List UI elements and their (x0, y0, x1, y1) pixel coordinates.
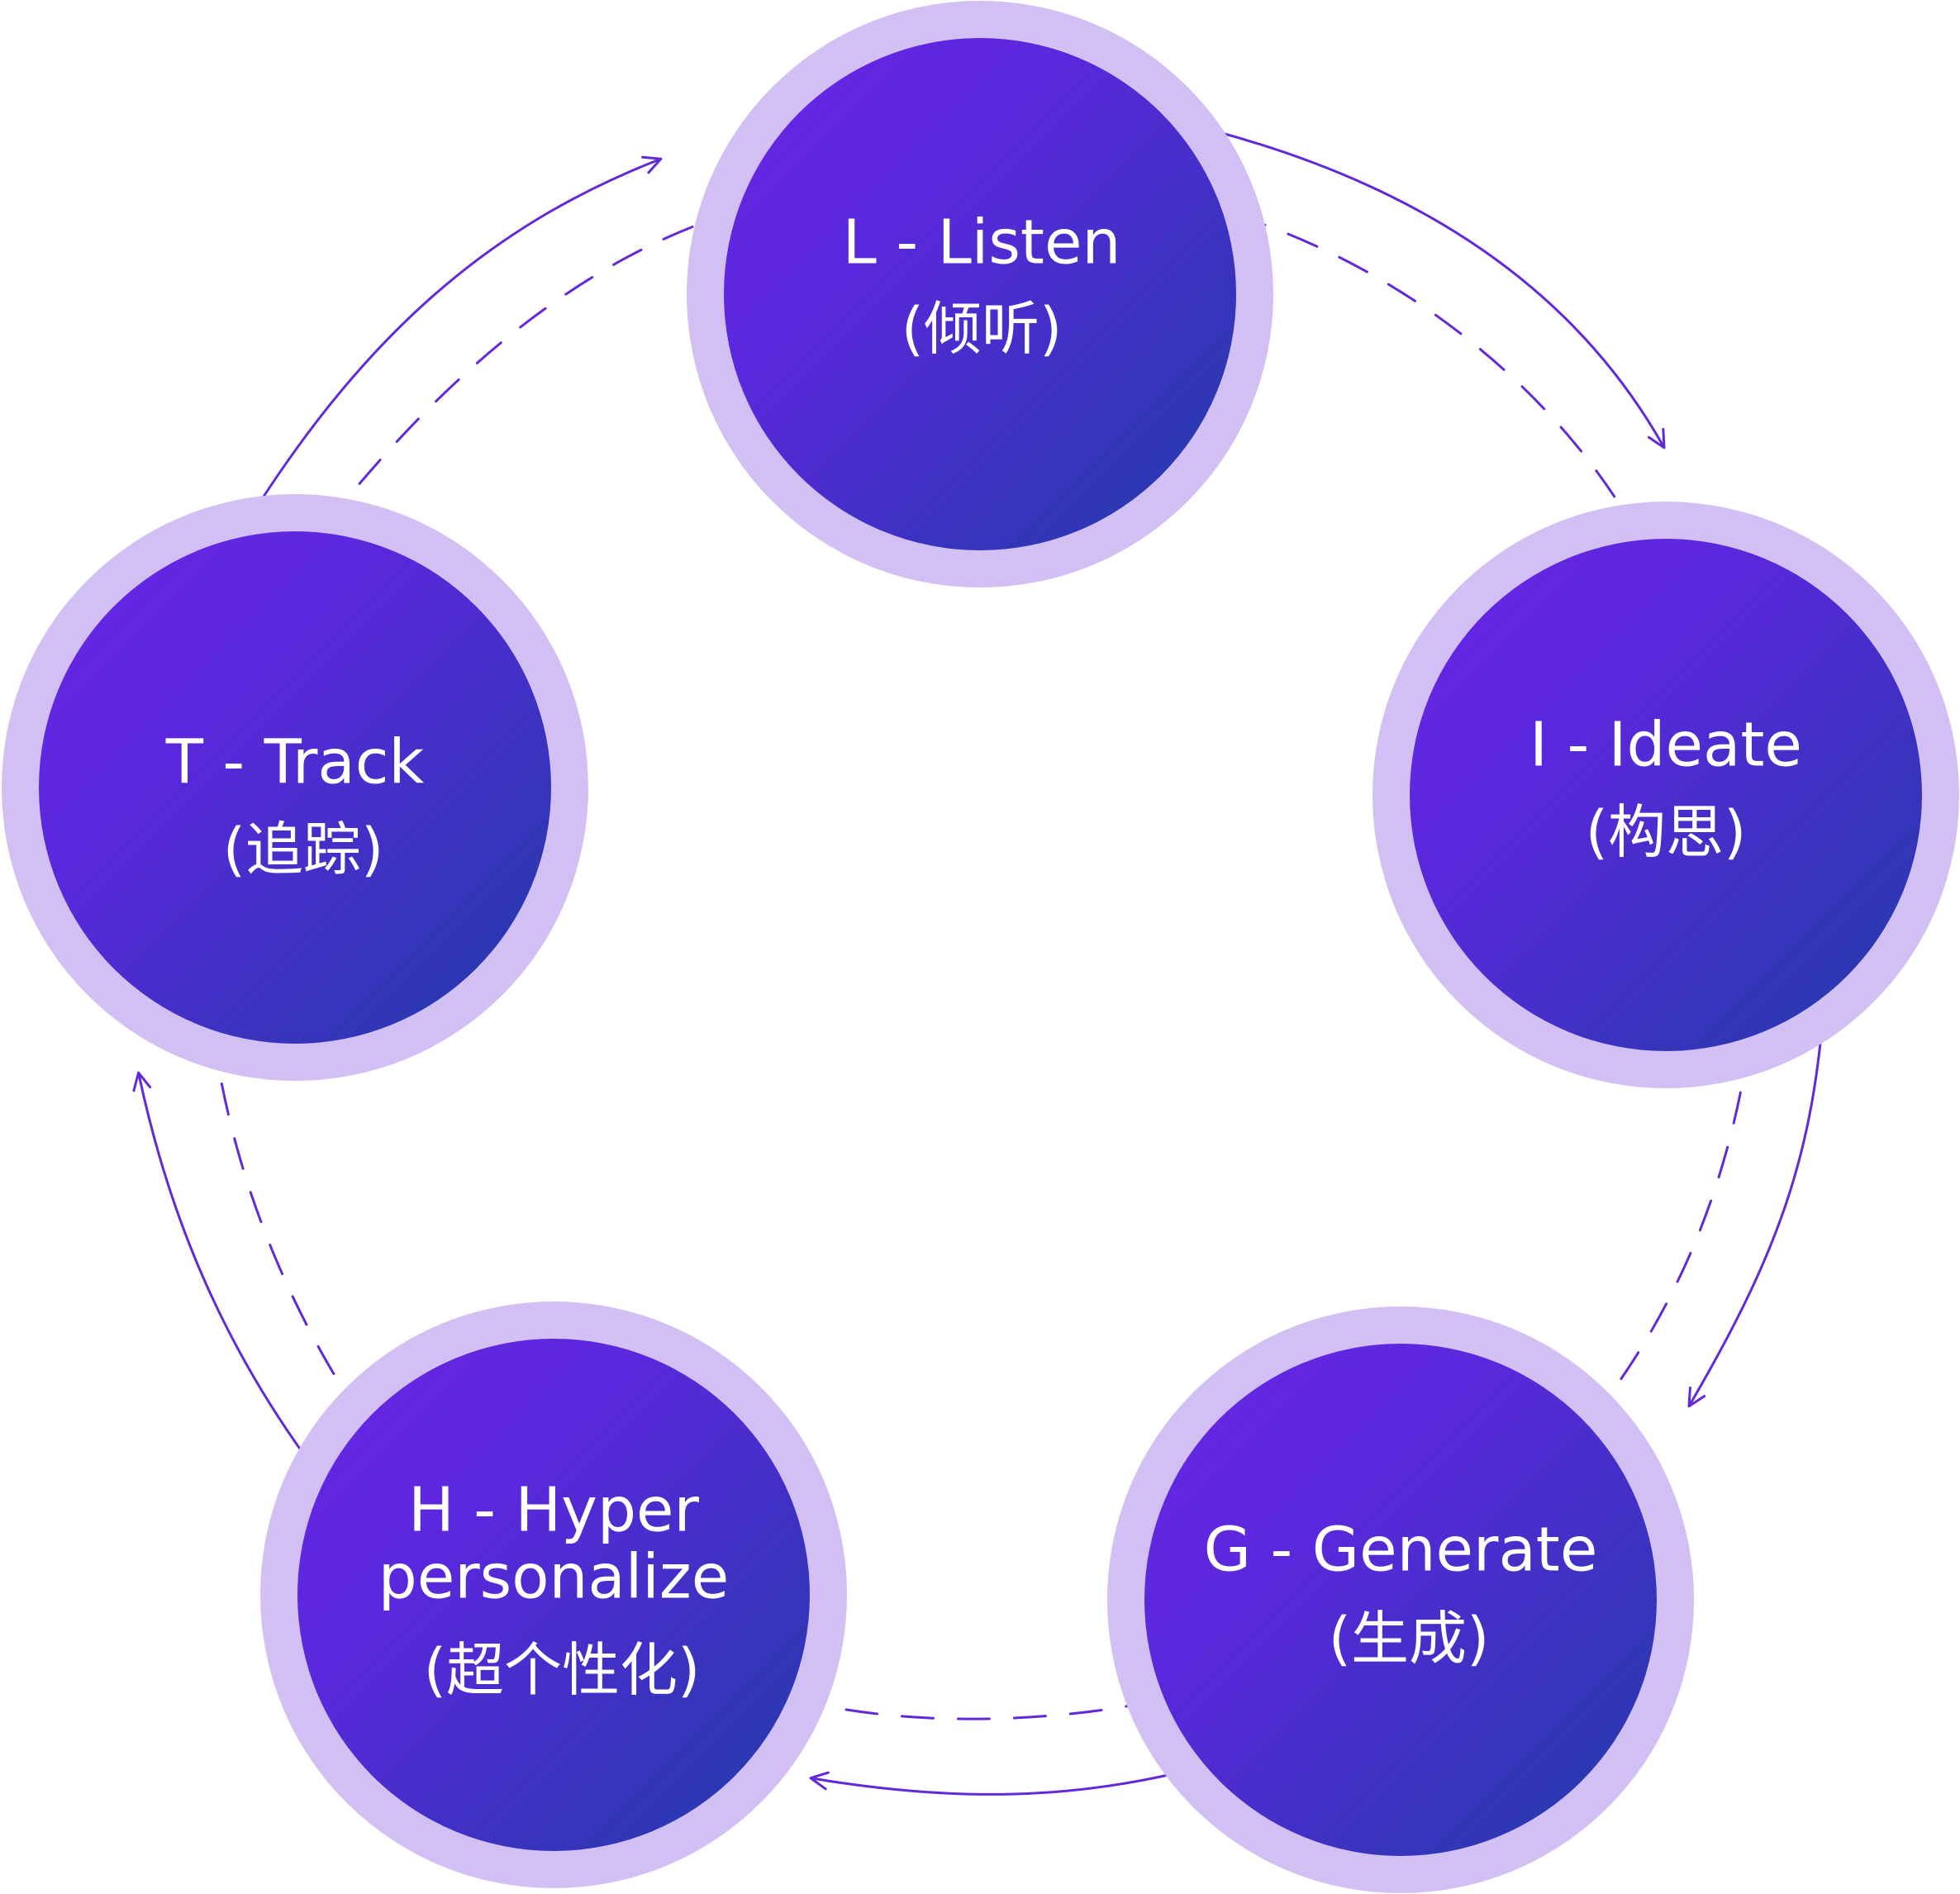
arrow-listen-to-ideate (1168, 118, 1666, 450)
dashed-connector-track-listen (322, 215, 722, 529)
node-track-circle (39, 531, 551, 1044)
dashed-connector-ideate-generate (1585, 1035, 1752, 1427)
node-listen-circle (724, 38, 1236, 550)
node-generate-title: G - Generate (1204, 1515, 1598, 1586)
node-listen-subtitle: (倾听) (902, 295, 1063, 363)
node-generate-circle (1144, 1344, 1657, 1856)
node-hyper: H - Hyper personalize (超个性化) (260, 1302, 847, 1888)
node-ideate-title: I - Ideate (1529, 710, 1802, 781)
node-track-subtitle: (追踪) (223, 816, 384, 883)
node-hyper-circle (297, 1339, 810, 1851)
node-hyper-title-line1: H - Hyper (408, 1475, 699, 1546)
node-listen: L - Listen (倾听) (687, 1, 1273, 588)
dashed-connector-generate-hyper (800, 1699, 1158, 1720)
arrow-generate-to-hyper (809, 1764, 1206, 1796)
node-generate: G - Generate (生成) (1107, 1306, 1694, 1893)
node-listen-title: L - Listen (843, 207, 1121, 278)
node-ideate-subtitle: (构思) (1586, 798, 1747, 866)
arrow-track-to-listen (236, 155, 663, 539)
dashed-connectors (212, 213, 1752, 1720)
node-ideate-circle (1410, 539, 1922, 1051)
solid-arrows (132, 118, 1826, 1796)
node-generate-subtitle: (生成) (1329, 1605, 1490, 1673)
node-hyper-title-line2: personalize (378, 1542, 730, 1613)
dashed-connector-hyper-track (212, 1031, 365, 1423)
arrow-ideate-to-generate (1687, 994, 1826, 1408)
node-hyper-subtitle: (超个性化) (424, 1636, 701, 1704)
node-track: T - Track (追踪) (2, 494, 588, 1081)
arrow-hyper-to-track (132, 1071, 324, 1481)
dashed-connector-listen-ideate (1234, 213, 1636, 531)
node-ideate: I - Ideate (构思) (1372, 502, 1959, 1088)
node-track-title: T - Track (165, 727, 425, 798)
